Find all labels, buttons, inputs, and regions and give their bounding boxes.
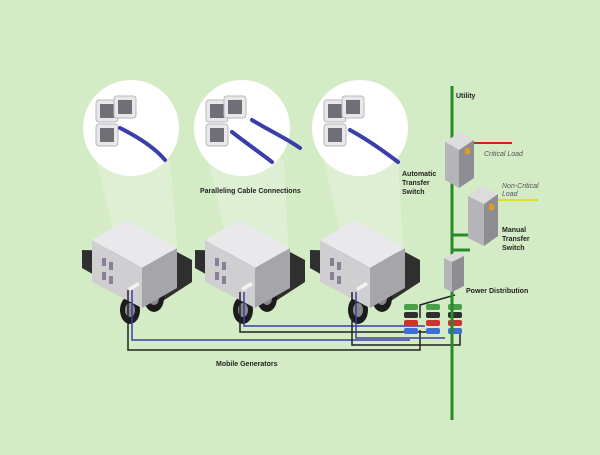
- ats-label-1: Automatic: [402, 171, 436, 178]
- manual-transfer-switch: [468, 186, 498, 246]
- mts-label-2: Transfer: [502, 236, 530, 243]
- magnifier-circle-1: [83, 80, 179, 176]
- mts-label-3: Switch: [502, 245, 525, 252]
- generator-2: [195, 220, 305, 324]
- paralleling-label: Paralleling Cable Connections: [200, 188, 301, 195]
- ats-label-3: Switch: [402, 189, 425, 196]
- mts-label-1: Manual: [502, 227, 526, 234]
- power-distribution-box: [444, 252, 464, 292]
- mobile-generators-label: Mobile Generators: [216, 361, 278, 368]
- critical-load-label: Critical Load: [484, 151, 524, 158]
- noncritical-label-2: Load: [502, 191, 519, 198]
- noncritical-label-1: Non-Critical: [502, 183, 539, 190]
- utility-label: Utility: [456, 93, 476, 100]
- ats-label-2: Transfer: [402, 180, 430, 187]
- generator-3: [310, 220, 420, 324]
- magnifier-circle-3: [312, 80, 408, 176]
- automatic-transfer-switch: [445, 132, 474, 188]
- magnifier-circle-2: [194, 80, 302, 176]
- power-distribution-label: Power Distribution: [466, 288, 528, 295]
- cable-runs: [127, 290, 461, 351]
